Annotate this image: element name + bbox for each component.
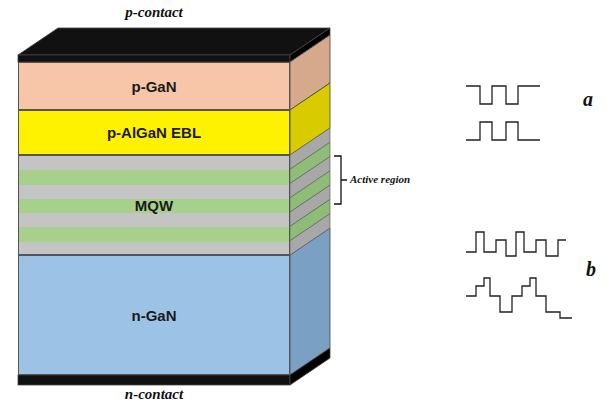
layer-label: n-GaN [132, 307, 177, 324]
contact-label: n-contact [125, 386, 183, 403]
region-label: Active region [350, 173, 410, 185]
contact-label: p-contact [125, 4, 183, 21]
p-gan-layer: p-GaN [18, 62, 290, 110]
n-gan-layer: n-GaN [18, 255, 290, 375]
bracket [334, 156, 347, 204]
waveform-label: b [586, 258, 596, 281]
layer-label: MQW [135, 197, 173, 214]
waveforms [466, 86, 572, 318]
mqw-layer: MQW [18, 155, 290, 255]
layer-label: p-GaN [132, 78, 177, 95]
waveform-label: a [583, 88, 593, 111]
ebl-layer: p-AlGaN EBL [18, 110, 290, 155]
layer-label: p-AlGaN EBL [107, 124, 201, 141]
